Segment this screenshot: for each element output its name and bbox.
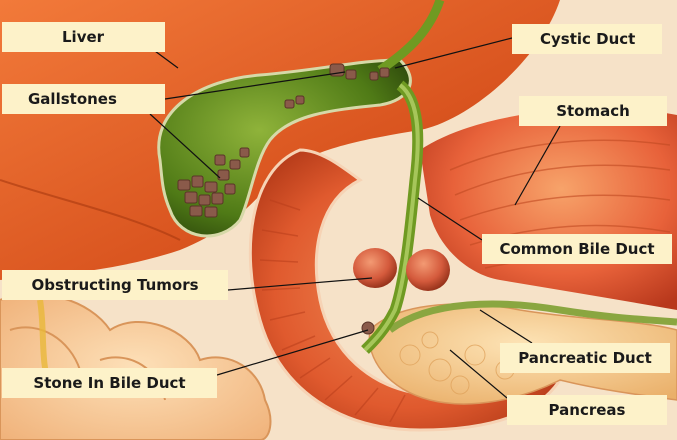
label-pancreas: Pancreas <box>507 395 667 425</box>
stone-in-duct <box>362 322 374 334</box>
label-common-bile-duct: Common Bile Duct <box>482 234 672 264</box>
label-gallstones: Gallstones <box>2 84 165 114</box>
label-cystic-duct: Cystic Duct <box>512 24 662 54</box>
label-pancreatic-duct: Pancreatic Duct <box>500 343 670 373</box>
label-obstructing-tumors: Obstructing Tumors <box>2 270 228 300</box>
label-stone-in-bile-duct: Stone In Bile Duct <box>2 368 217 398</box>
label-stomach: Stomach <box>519 96 667 126</box>
tumor-right <box>406 249 450 291</box>
tumor-left <box>353 248 397 288</box>
label-liver: Liver <box>2 22 165 52</box>
